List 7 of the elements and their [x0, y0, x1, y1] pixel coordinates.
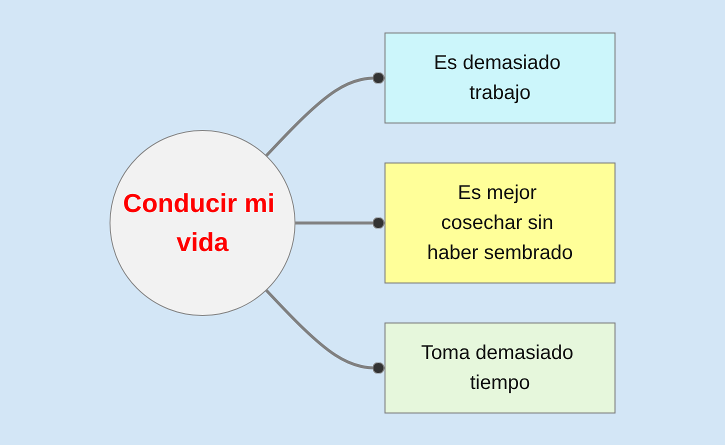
connector: [265, 71, 385, 156]
connector: [265, 288, 385, 374]
node-box: Es demasiado trabajo: [384, 32, 616, 123]
node-box: Toma demasiado tiempo: [384, 322, 616, 413]
node-circle: Conducir mi vida: [110, 130, 296, 316]
connector: [295, 216, 385, 229]
node-box: Es mejor cosechar sin haber sembrado: [384, 162, 616, 283]
